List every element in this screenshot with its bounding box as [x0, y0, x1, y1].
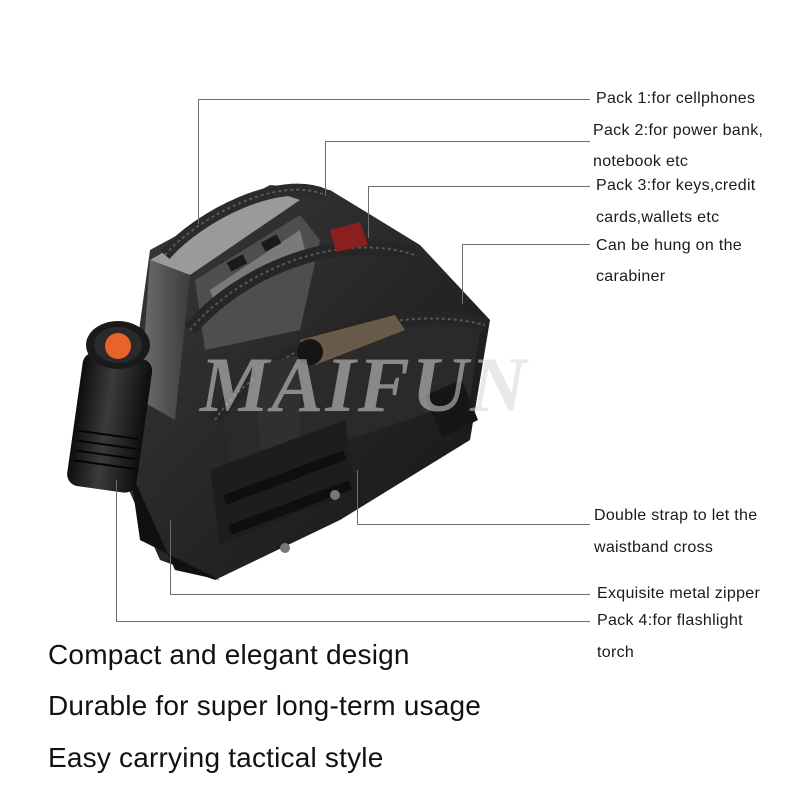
red-card: [330, 222, 368, 252]
leader-line-3-v: [368, 186, 369, 238]
callout-pack2-line1: Pack 2:for power bank,: [593, 122, 764, 139]
leader-line-3-h: [368, 186, 590, 187]
flashlight: [67, 321, 153, 493]
leader-line-2-h: [325, 141, 590, 142]
leader-line-6-v: [170, 520, 171, 595]
callout-pack3-line2: cards,wallets etc: [596, 209, 720, 226]
leader-line-2-v: [325, 141, 326, 196]
leader-line-4-h: [462, 244, 590, 245]
callout-zipper-line1: Exquisite metal zipper: [597, 585, 761, 602]
callout-strap-line2: waistband cross: [594, 539, 714, 556]
callout-pack4-line2: torch: [597, 644, 635, 661]
leader-line-5-h: [357, 524, 590, 525]
feature-tactical: Easy carrying tactical style: [48, 742, 384, 773]
watermark: MAIFUN: [200, 341, 529, 428]
carabiner-loop: [425, 380, 478, 438]
feature-durable: Durable for super long-term usage: [48, 690, 482, 721]
leader-line-7-h: [116, 621, 590, 622]
callout-carabiner-line1: Can be hung on the: [596, 237, 742, 254]
leader-line-7-v: [116, 480, 117, 622]
callout-pack3-line1: Pack 3:for keys,credit: [596, 177, 756, 194]
callout-carabiner-line2: carabiner: [596, 268, 666, 285]
flashlight-lens: [105, 333, 131, 359]
molle-straps: [210, 420, 355, 553]
leader-line-1-v: [198, 99, 199, 224]
callout-pack4-line1: Pack 4:for flashlight: [597, 612, 743, 629]
callout-pack2-line2: notebook etc: [593, 153, 689, 170]
feature-compact: Compact and elegant design: [48, 639, 410, 670]
leader-line-6-h: [170, 594, 590, 595]
cellphone: [140, 190, 300, 420]
callout-strap-line1: Double strap to let the: [594, 507, 758, 524]
callout-pack1-line1: Pack 1:for cellphones: [596, 90, 756, 107]
leader-line-4-v: [462, 244, 463, 304]
leader-line-5-v: [357, 470, 358, 525]
leader-line-1-h: [198, 99, 590, 100]
front-pocket: [225, 315, 480, 470]
